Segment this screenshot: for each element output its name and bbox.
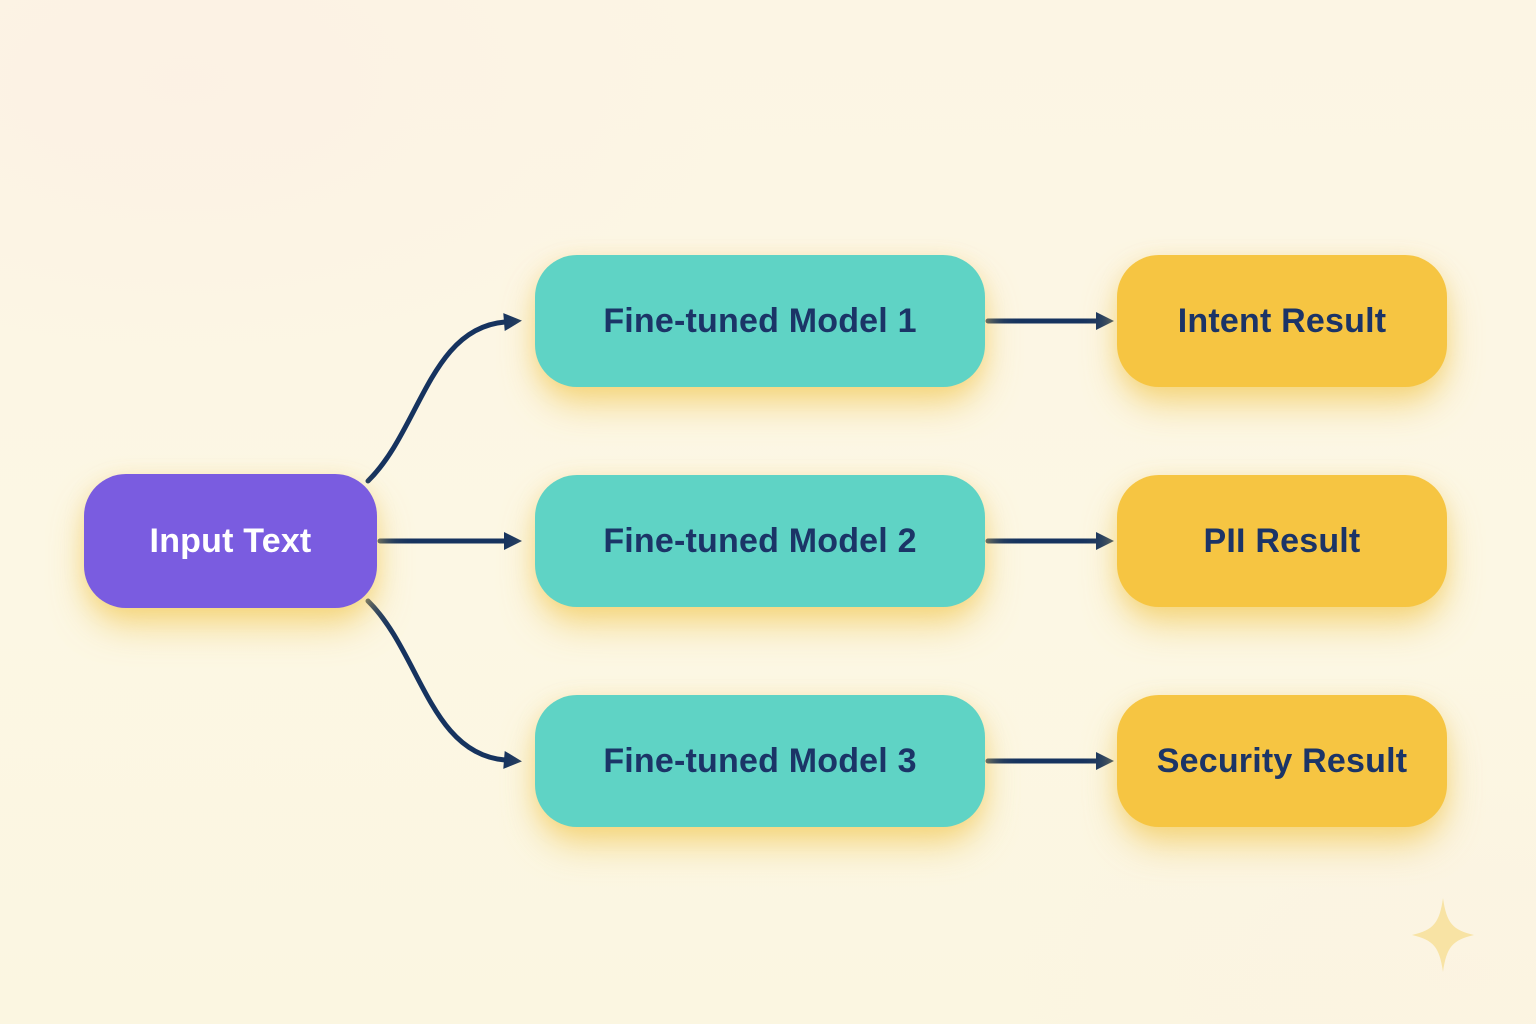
node-intent-result: Intent Result <box>1117 255 1447 387</box>
node-label: Fine-tuned Model 3 <box>603 741 917 780</box>
node-label: Fine-tuned Model 1 <box>603 301 917 340</box>
node-pii-result: PII Result <box>1117 475 1447 607</box>
node-label: Intent Result <box>1177 301 1387 340</box>
arrow-input-to-model3 <box>365 598 522 769</box>
sparkle-icon <box>1412 898 1474 972</box>
node-fine-tuned-model-1: Fine-tuned Model 1 <box>535 255 985 387</box>
node-label: PII Result <box>1203 521 1361 560</box>
node-fine-tuned-model-3: Fine-tuned Model 3 <box>535 695 985 827</box>
node-input-text: Input Text <box>84 474 377 608</box>
node-fine-tuned-model-2: Fine-tuned Model 2 <box>535 475 985 607</box>
node-label: Input Text <box>149 521 312 560</box>
node-security-result: Security Result <box>1117 695 1447 827</box>
arrow-input-to-model1 <box>365 313 522 484</box>
node-label: Fine-tuned Model 2 <box>603 521 917 560</box>
node-label: Security Result <box>1156 741 1408 780</box>
